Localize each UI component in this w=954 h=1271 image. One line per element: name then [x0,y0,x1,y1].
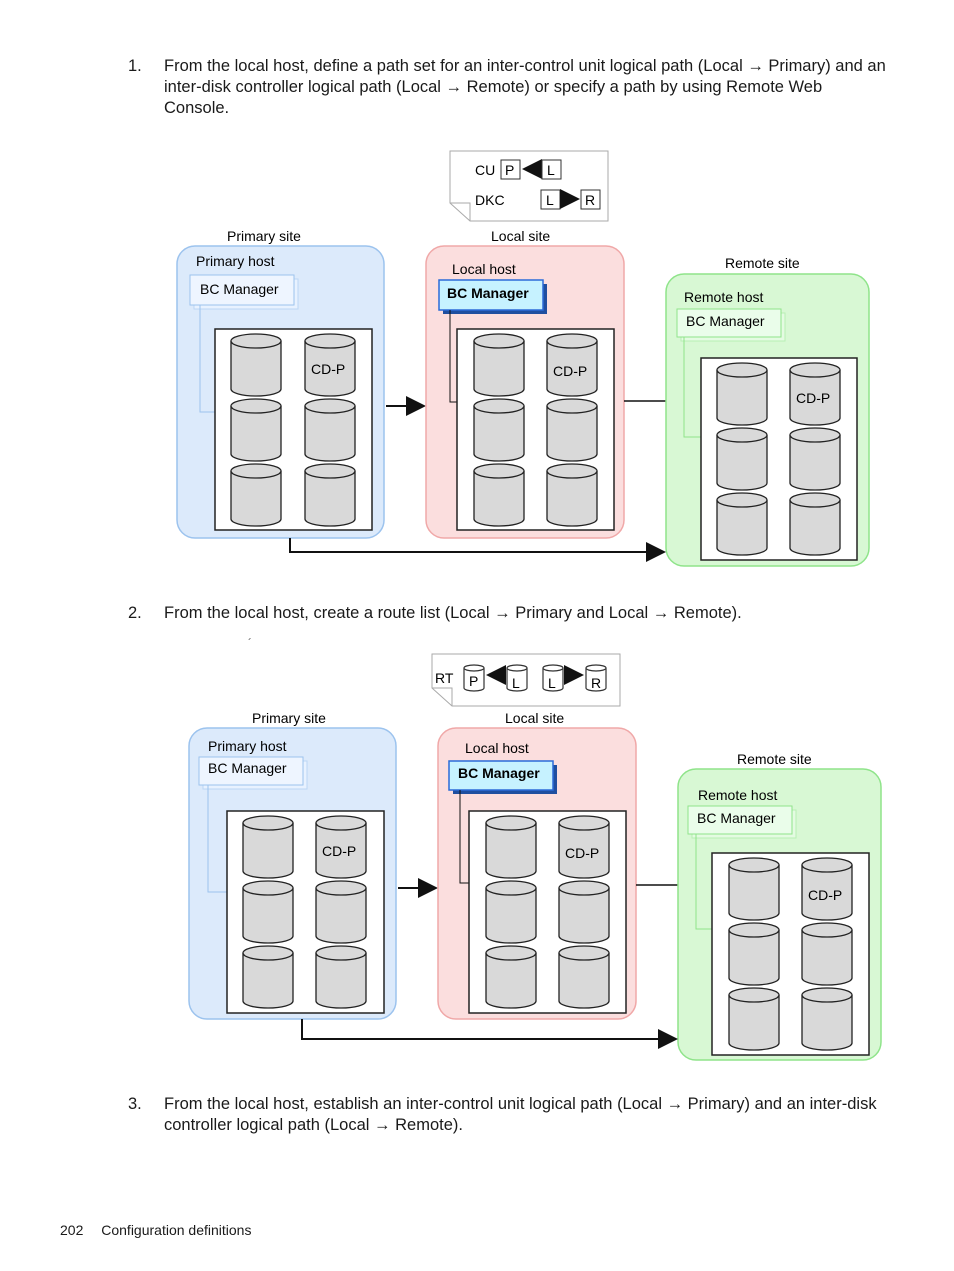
cd-p-label: CD-P [565,845,599,861]
step-number: 3. [128,1095,142,1113]
bc-manager-label: BC Manager [208,760,287,776]
remote-host-label: Remote host [698,787,777,803]
remote-site-label: Remote site [725,255,800,271]
bc-manager-label: BC Manager [458,765,540,781]
section-title: Configuration definitions [101,1222,252,1238]
step-text: From the local host, create a route list… [164,604,742,622]
rt-l-label: L [548,675,556,691]
step-1: 1. From the local host, define a path se… [128,56,888,119]
cd-p-label: CD-P [796,390,830,406]
rt-r-label: R [591,675,601,691]
step-2: 2. From the local host, create a route l… [128,603,888,624]
page-number: 202 [60,1222,84,1238]
figure-route-list: RT P L L R Primary site Primary host BC … [0,648,954,1068]
cu-label: CU [475,162,495,178]
bc-manager-label: BC Manager [447,285,529,301]
primary-site-label: Primary site [227,228,301,244]
primary-site-label: Primary site [252,710,326,726]
local-site-label: Local site [491,228,550,244]
bc-manager-box [198,756,304,786]
step-number: 1. [128,57,142,75]
cd-p-label: CD-P [322,843,356,859]
remote-host-label: Remote host [684,289,763,305]
dkc-r-label: R [585,192,595,208]
local-site-label: Local site [505,710,564,726]
stray-mark: ´ [248,636,252,650]
bc-manager-label: BC Manager [200,281,279,297]
cd-p-label: CD-P [311,361,345,377]
route-list-note: RT P L L R [431,653,621,707]
cd-p-label: CD-P [808,887,842,903]
local-host-label: Local host [465,740,529,756]
rt-label: RT [435,670,454,686]
dkc-l-label: L [546,192,554,208]
bc-manager-box [448,760,554,791]
figure-path-set: CU P L DKC L R Primary site Primary host… [0,140,954,580]
page-footer: 202 Configuration definitions [60,1222,265,1238]
dkc-label: DKC [475,192,505,208]
bc-manager-label: BC Manager [697,810,776,826]
bc-manager-label: BC Manager [686,313,765,329]
step-3: 3. From the local host, establish an int… [128,1094,888,1136]
primary-host-label: Primary host [208,738,287,754]
bc-manager-box [676,308,782,338]
cd-p-label: CD-P [553,363,587,379]
cu-p-label: P [505,162,514,178]
bc-manager-box [438,279,544,311]
path-set-note: CU P L DKC L R [449,150,609,222]
primary-host-label: Primary host [196,253,275,269]
rt-p-label: P [469,673,478,689]
step-text: From the local host, establish an inter-… [164,1095,877,1134]
local-host-label: Local host [452,261,516,277]
rt-l-label: L [512,675,520,691]
bc-manager-box [687,805,793,835]
step-text: From the local host, define a path set f… [164,57,886,117]
step-number: 2. [128,604,142,622]
cu-l-label: L [547,162,555,178]
remote-site-label: Remote site [737,751,812,767]
